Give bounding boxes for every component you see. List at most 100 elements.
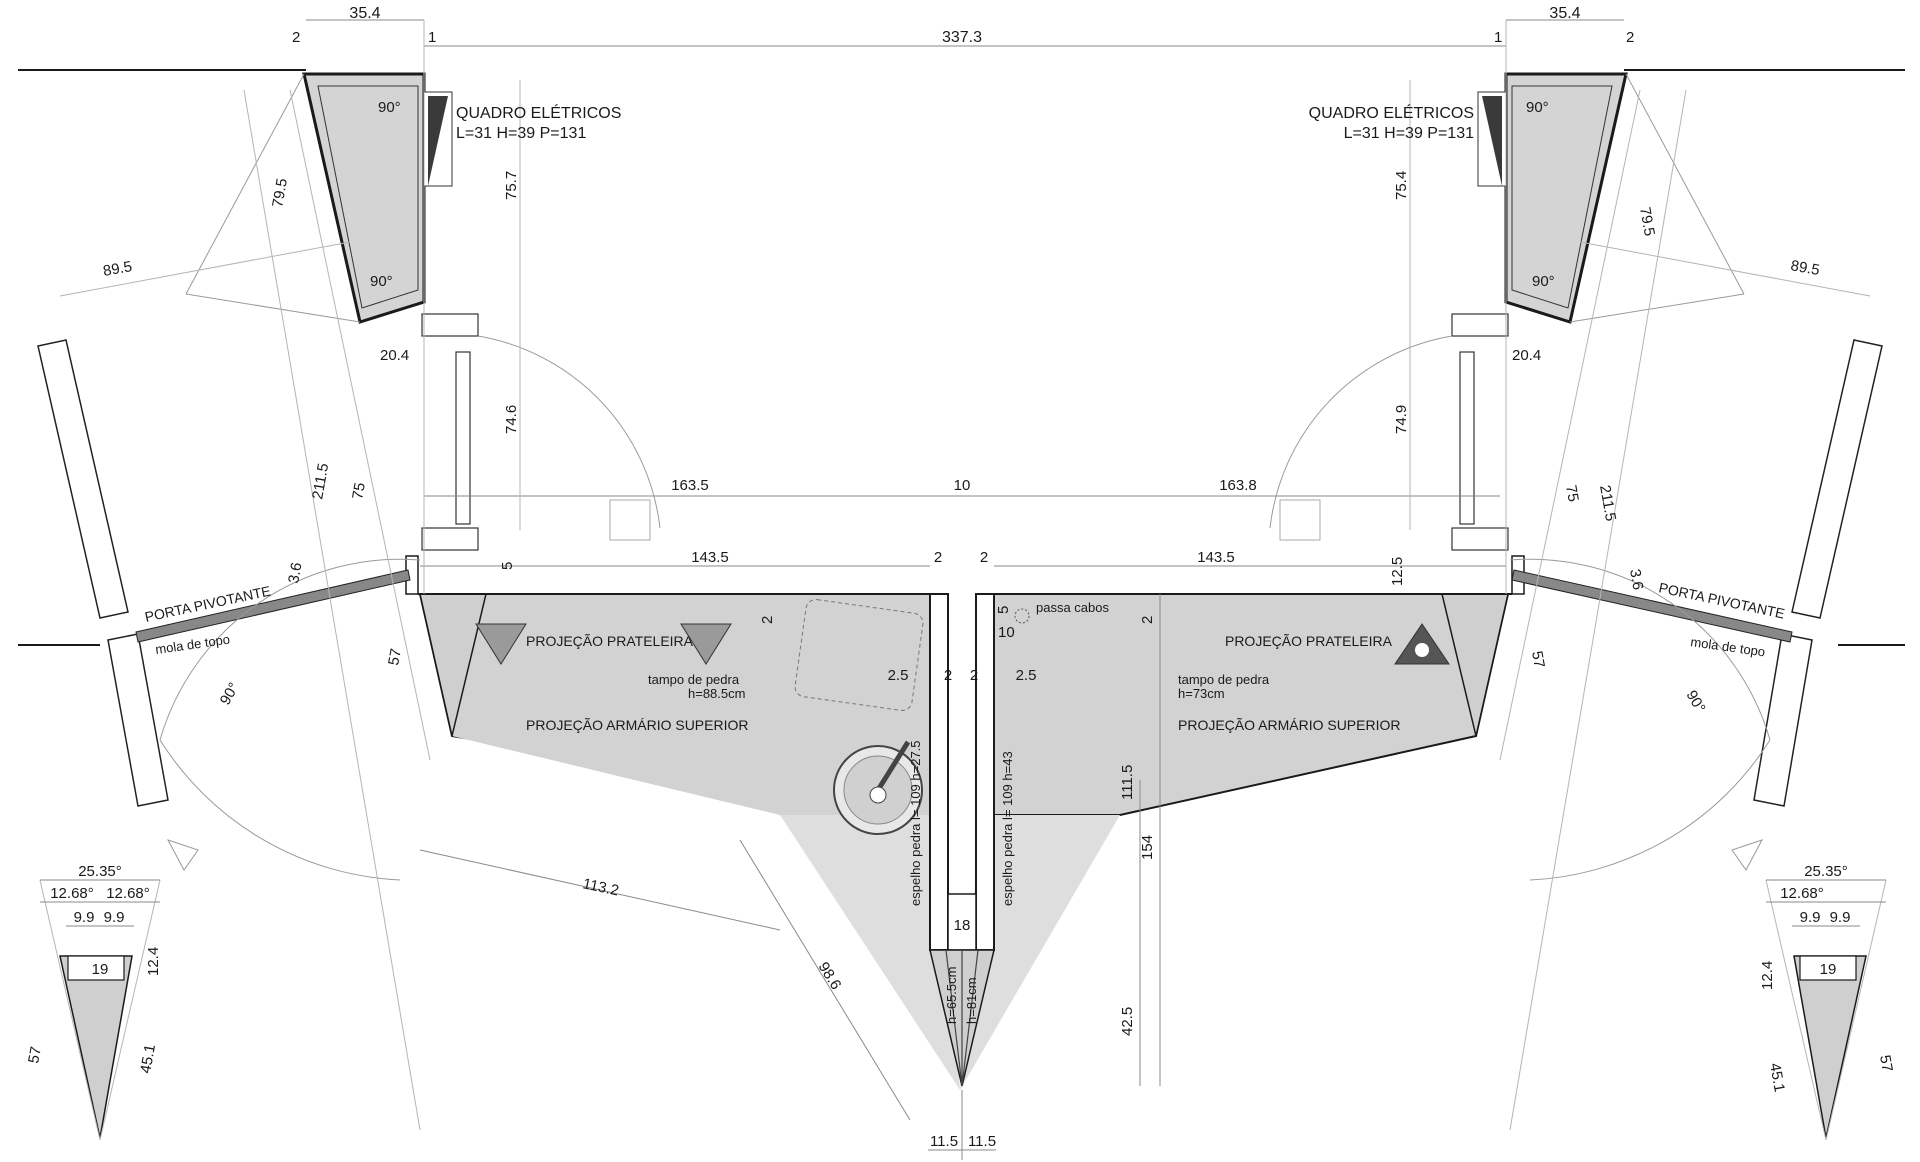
center-right-2-dim: 2 xyxy=(970,667,978,684)
left-armario-label: PROJEÇÃO ARMÁRIO SUPERIOR xyxy=(526,717,748,733)
left-detail-12: 12.4 xyxy=(145,947,162,976)
left-diag-dim: 113.2 xyxy=(581,875,620,899)
right-111-dim: 111.5 xyxy=(1119,765,1136,800)
left-detail-angle-b: 12.68° xyxy=(106,885,150,902)
left-hinge-bottom xyxy=(421,527,479,551)
right-detail-57: 57 xyxy=(1876,1054,1896,1073)
wedge-h81-label: h=81cm xyxy=(964,977,979,1024)
left-2-dim: 2 xyxy=(759,616,776,624)
right-espelho-label: espelho pedra l= 109 h=43 xyxy=(1000,751,1015,906)
right-upper-span-dim: 163.8 xyxy=(1219,477,1257,494)
right-tampo-label: tampo de pedra xyxy=(1178,672,1270,687)
right-mid-dim: 75 xyxy=(1562,484,1582,503)
right-long-dim: 211.5 xyxy=(1596,484,1619,523)
right-cabinet-swing xyxy=(1625,73,1745,295)
left-57-dim: 57 xyxy=(385,647,405,666)
right-detail-19: 19 xyxy=(1820,961,1837,978)
left-one-dim: 1 xyxy=(428,29,436,46)
left-sink-outline xyxy=(794,599,924,711)
passa-cabos-hole xyxy=(1014,608,1030,624)
right-tampo-height: h=73cm xyxy=(1178,686,1225,701)
center-left-2-dim: 2 xyxy=(944,667,952,684)
right-detail-angle-a: 12.68° xyxy=(1780,885,1824,902)
left-panel-triangle xyxy=(428,96,448,186)
right-door-height-dim: 74.9 xyxy=(1393,405,1410,434)
center-10-dim: 10 xyxy=(998,624,1015,641)
left-shelf-marker-b xyxy=(680,623,732,665)
bottom-11b-dim: 11.5 xyxy=(968,1133,996,1150)
right-lower-panel xyxy=(1753,633,1813,807)
left-2-5-dim: 2.5 xyxy=(888,667,909,684)
left-lower-panel xyxy=(107,633,169,807)
left-swing-dim: 89.5 xyxy=(102,258,134,280)
right-lower-projection xyxy=(960,815,1120,1090)
right-electrical-title: QUADRO ELÉTRICOS xyxy=(1309,103,1474,122)
right-counter-projection xyxy=(979,593,1510,816)
right-detail-12: 12.4 xyxy=(1759,961,1776,990)
overall-width-dim: 337.3 xyxy=(942,29,982,46)
right-panel-triangle xyxy=(1482,96,1502,186)
left-counter-dim: 143.5 xyxy=(691,549,729,566)
center-5-dim: 5 xyxy=(995,606,1012,614)
left-detail-section: 25.35° 12.68° 12.68° 9.9 9.9 19 12.4 57 … xyxy=(25,863,162,1141)
left-gap-dim: 20.4 xyxy=(380,347,409,364)
right-hinge-bottom xyxy=(1451,527,1509,551)
right-cabinet-inner xyxy=(1511,85,1613,309)
left-electrical-size: L=31 H=39 P=131 xyxy=(456,125,586,142)
left-door-leaf xyxy=(455,351,471,525)
left-cab-angle-bottom: 90° xyxy=(370,273,393,290)
left-detail-45: 45.1 xyxy=(137,1043,159,1075)
right-2-dim: 2 xyxy=(1139,616,1156,624)
left-long-dim: 211.5 xyxy=(309,462,332,501)
left-door-height-dim: 74.6 xyxy=(503,405,520,434)
left-detail-57: 57 xyxy=(25,1045,45,1064)
right-cab-angle-bottom: 90° xyxy=(1532,273,1555,290)
left-cabinet-swing xyxy=(185,73,305,295)
right-cab-width-dim: 35.4 xyxy=(1549,5,1580,22)
right-154-dim: 154 xyxy=(1139,835,1156,860)
right-cab-angle-top: 90° xyxy=(1526,99,1549,116)
faucet xyxy=(875,740,911,792)
left-tampo-height: h=88.5cm xyxy=(688,686,745,701)
right-hinge-top xyxy=(1451,313,1509,337)
right-two-dim: 2 xyxy=(1626,29,1634,46)
left-detail-19: 19 xyxy=(92,961,109,978)
right-counter-dim: 143.5 xyxy=(1197,549,1235,566)
right-door-arc xyxy=(1269,335,1453,529)
right-electrical-size: L=31 H=39 P=131 xyxy=(1344,125,1474,142)
left-detail-angle-total: 25.35° xyxy=(78,863,122,880)
left-two-dim: 2 xyxy=(292,29,300,46)
right-electrical-cabinet xyxy=(1504,72,1628,324)
left-tampo-label: tampo de pedra xyxy=(648,672,740,687)
passa-cabos-label: passa cabos xyxy=(1036,600,1109,615)
left-electrical-title: QUADRO ELÉTRICOS xyxy=(456,103,621,122)
bottom-11a-dim: 11.5 xyxy=(930,1133,958,1150)
right-one-dim: 1 xyxy=(1494,29,1502,46)
partition-18-dim: 18 xyxy=(954,917,971,934)
right-detail-angle-total: 25.35° xyxy=(1804,863,1848,880)
left-diag2-dim: 98.6 xyxy=(815,959,845,993)
right-partition-2-dim: 2 xyxy=(980,549,988,566)
partition-left-wall xyxy=(929,593,949,951)
left-cab-angle-top: 90° xyxy=(378,99,401,116)
left-door-arc xyxy=(477,335,661,529)
right-door-leaf xyxy=(1459,351,1475,525)
left-detail-9b: 9.9 xyxy=(104,909,125,926)
right-cab-height-dim: 75.4 xyxy=(1393,171,1410,200)
right-detail-9a: 9.9 xyxy=(1800,909,1821,926)
left-electrical-cabinet xyxy=(302,72,426,324)
left-counter-projection xyxy=(420,594,938,815)
left-cab-height-dim: 75.7 xyxy=(503,171,520,200)
right-mola-label: mola de topo xyxy=(1690,634,1767,659)
left-espelho-label: espelho pedra l= 109 h=27.5 xyxy=(908,740,923,906)
right-shelf-h-dim: 12.5 xyxy=(1389,557,1406,586)
right-detail-9b: 9.9 xyxy=(1830,909,1851,926)
left-upper-span-dim: 163.5 xyxy=(671,477,709,494)
wedge-h655-label: h=65.5cm xyxy=(944,967,959,1024)
left-shelf-marker-a xyxy=(475,623,527,665)
right-outer-panel xyxy=(1791,339,1883,619)
right-42-dim: 42.5 xyxy=(1119,1007,1136,1036)
left-detail-9a: 9.9 xyxy=(74,909,95,926)
left-thick-dim: 3.6 xyxy=(285,561,305,584)
left-pivot-door xyxy=(135,569,411,643)
